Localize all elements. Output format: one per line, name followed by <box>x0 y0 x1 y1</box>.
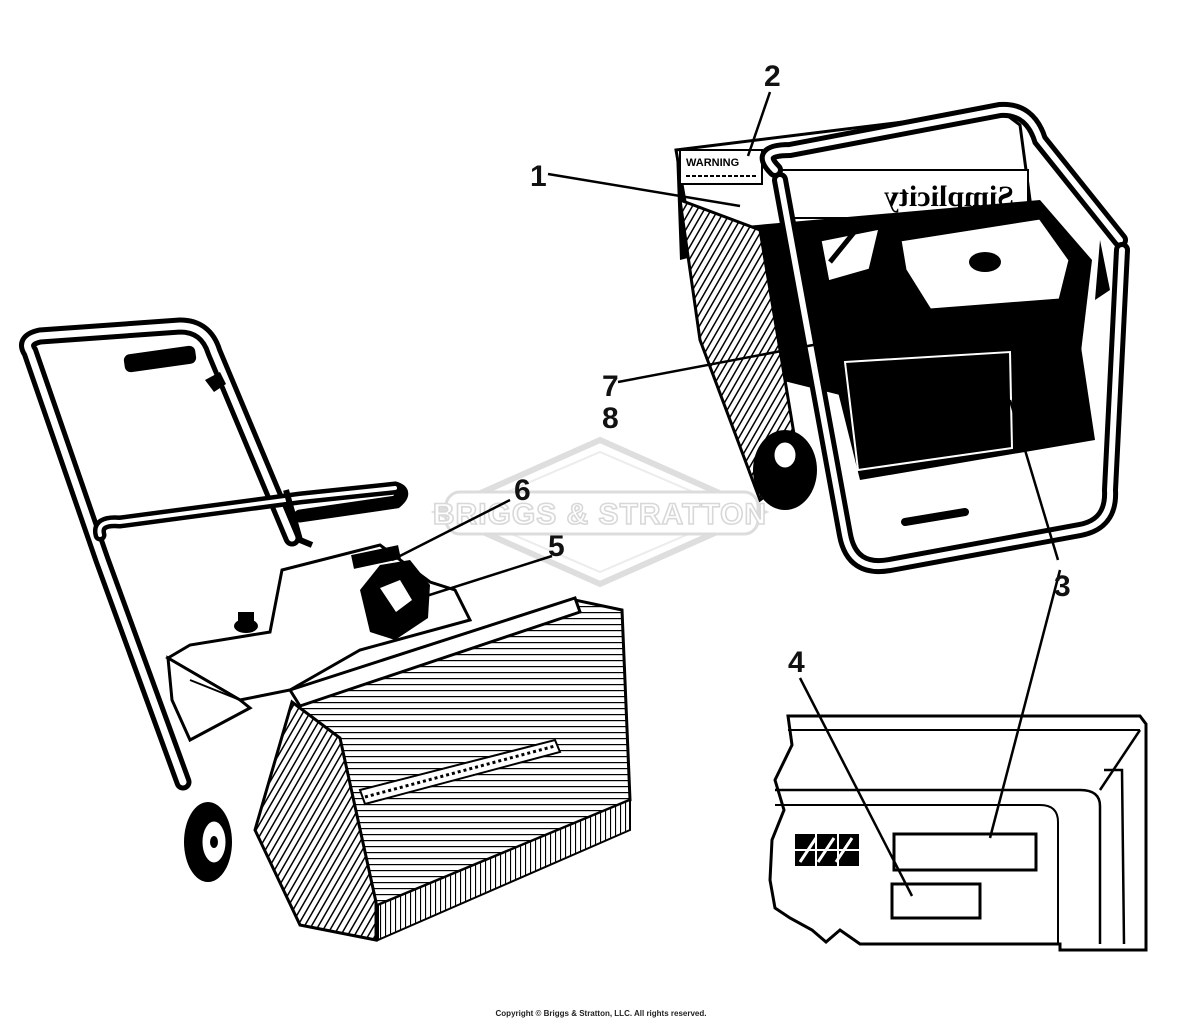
snow-thrower-rear-view: WARNING Simplicity <box>674 101 1130 575</box>
vent-grid <box>795 834 859 866</box>
callout-numbers: 1 2 3 4 5 6 7 8 <box>514 60 1071 679</box>
leader-7 <box>617 336 851 384</box>
control-bail <box>92 481 409 542</box>
callout-5: 5 <box>548 530 565 563</box>
callout-2: 2 <box>764 60 781 93</box>
rear-view-wheel <box>753 430 817 510</box>
top-decal <box>351 545 401 569</box>
leader-2 <box>746 91 772 157</box>
auger-side-plate <box>253 699 378 942</box>
snow-thrower-front-view <box>19 317 632 942</box>
handle-grip <box>123 345 197 373</box>
label-area-3 <box>892 832 1038 872</box>
leader-3b <box>1008 399 1060 561</box>
leader-5 <box>419 554 553 600</box>
leader-1 <box>547 172 741 208</box>
callout-1: 1 <box>530 160 547 193</box>
wheel <box>184 802 232 882</box>
callout-7: 7 <box>602 370 619 403</box>
leader-lines <box>391 91 1062 897</box>
leader-3a <box>988 569 1062 839</box>
watermark-logo: BRIGGS & STRATTON <box>430 436 770 588</box>
copyright-notice: Copyright © Briggs & Stratton, LLC. All … <box>495 1009 707 1018</box>
leader-4 <box>798 677 914 897</box>
watermark-text: BRIGGS & STRATTON <box>433 498 767 531</box>
callout-6: 6 <box>514 474 531 507</box>
warning-decal-text: WARNING <box>686 157 739 169</box>
decal-detail-inset <box>768 714 1148 952</box>
callout-8: 8 <box>602 402 619 435</box>
label-area-4 <box>890 882 982 920</box>
callout-4: 4 <box>788 646 805 679</box>
leader-6 <box>391 498 511 562</box>
callout-3: 3 <box>1054 570 1071 603</box>
